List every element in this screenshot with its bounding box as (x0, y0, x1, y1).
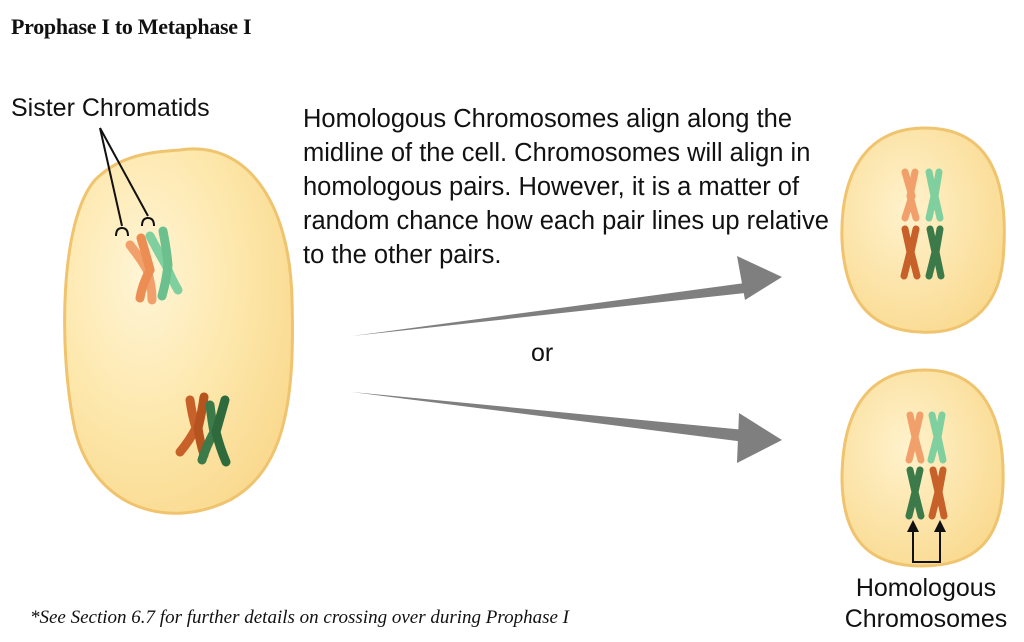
chromosome-dark-green (197, 395, 231, 467)
chromosome-light-green (145, 226, 183, 301)
prophase-cell-membrane (63, 147, 294, 515)
pointer-arrowhead-left (907, 520, 919, 532)
sister-chromatids-pointer (99, 127, 155, 237)
or-label: or (531, 339, 554, 367)
upper-dark-orange (900, 225, 921, 280)
lower-light-green (927, 411, 947, 464)
lower-light-orange (905, 411, 925, 464)
prophase-cell (63, 147, 294, 515)
homologous-pair-pointer (912, 530, 941, 563)
chromosome-light-orange (125, 233, 157, 305)
upper-cell-membrane (840, 126, 1006, 334)
page-title: Prophase I to Metaphase I (11, 14, 252, 39)
pointer-arrowhead-right (934, 520, 946, 532)
upper-dark-green (925, 225, 945, 280)
metaphase-cell-upper (840, 126, 1006, 334)
arrow-to-upper-cell (352, 256, 782, 336)
arrow-to-lower-cell (352, 392, 782, 463)
sister-chromatids-label: Sister Chromatids (11, 94, 210, 122)
upper-light-orange (901, 168, 920, 222)
lower-dark-orange (928, 466, 948, 520)
lower-dark-green (905, 466, 925, 520)
description-text: Homologous Chromosomes align along the m… (303, 105, 829, 269)
footnote: *See Section 6.7 for further details on … (30, 607, 569, 628)
upper-light-green (925, 168, 944, 222)
homologous-chromosomes-label: Homologous Chromosomes (844, 574, 1008, 633)
metaphase-cell-lower (840, 368, 1005, 568)
